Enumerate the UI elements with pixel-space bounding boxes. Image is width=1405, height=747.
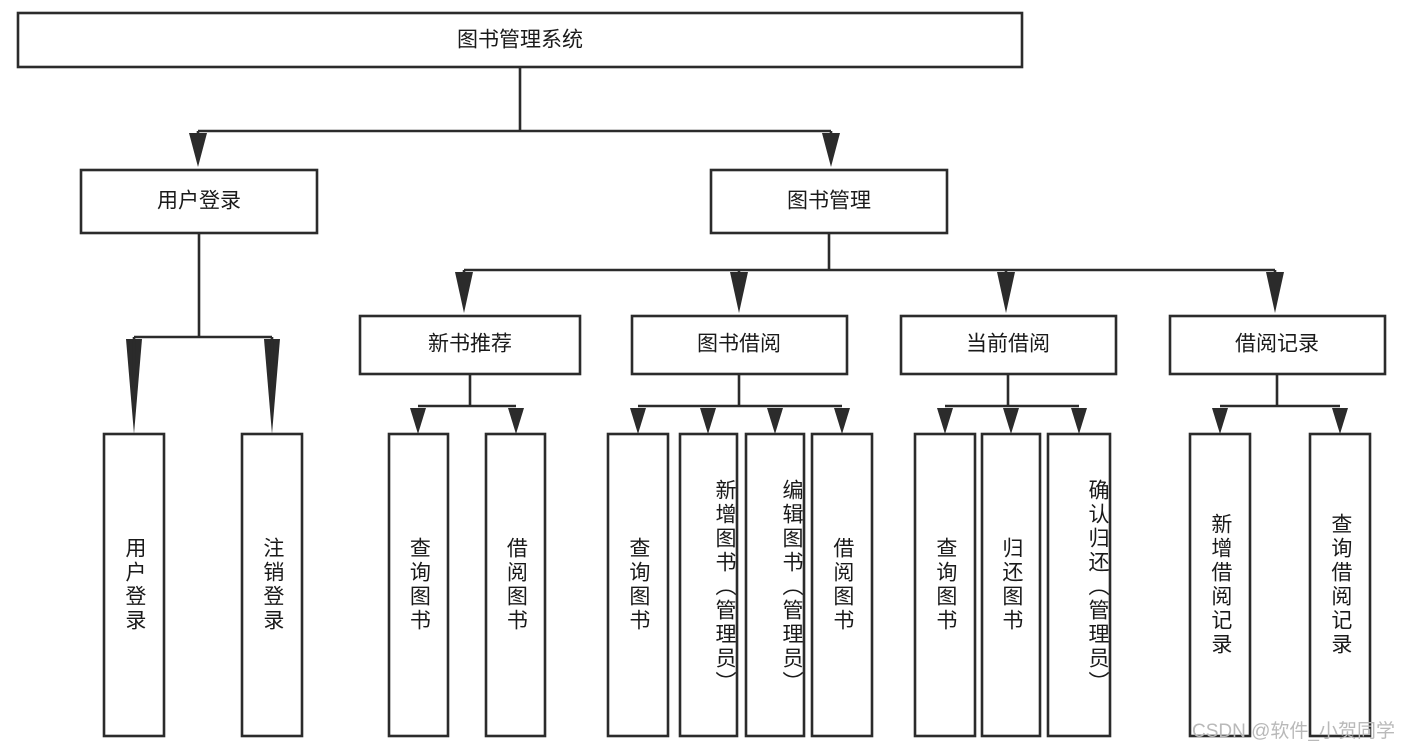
arrow-head-to-book-borrow xyxy=(730,272,748,313)
leaf-box-user-login-1[interactable] xyxy=(102,432,166,738)
arrow-head-to-book-manage xyxy=(822,133,840,167)
arrow-head-cb-leaf-1 xyxy=(937,408,953,434)
arrow-head-nbr-leaf-1 xyxy=(410,408,426,434)
leaf-box-cb-3[interactable] xyxy=(1046,432,1112,738)
node-current-borrow-label: 当前借阅 xyxy=(966,333,1050,356)
node-borrow-record[interactable]: 借阅记录 xyxy=(1168,314,1387,376)
node-root-label: 图书管理系统 xyxy=(457,29,583,52)
leaf-box-br-2[interactable] xyxy=(1308,432,1372,738)
arrow-head-to-current-borrow xyxy=(997,272,1015,313)
arrow-head-cb-leaf-3 xyxy=(1071,408,1087,434)
leaf-box-cb-2[interactable] xyxy=(980,432,1042,738)
leaf-box-nbr-1[interactable] xyxy=(387,432,450,738)
leaf-box-br-1[interactable] xyxy=(1188,432,1252,738)
node-current-borrow[interactable]: 当前借阅 xyxy=(899,314,1118,376)
node-book-borrow[interactable]: 图书借阅 xyxy=(630,314,849,376)
leaf-box-bb-2[interactable] xyxy=(678,432,739,738)
arrow-head-to-borrow-record xyxy=(1266,272,1284,313)
arrow-head-br-leaf-1 xyxy=(1212,408,1228,434)
leaf-box-user-login-2[interactable] xyxy=(240,432,304,738)
leaf-box-bb-3[interactable] xyxy=(744,432,806,738)
node-book-borrow-box xyxy=(630,314,849,376)
node-user-login-label: 用户登录 xyxy=(157,190,241,213)
arrow-head-bb-leaf-4 xyxy=(834,408,850,434)
arrow-head-cb-leaf-2 xyxy=(1003,408,1019,434)
arrow-head-bb-leaf-2 xyxy=(700,408,716,434)
node-book-borrow-label: 图书借阅 xyxy=(697,333,781,356)
node-new-book-recommend[interactable]: 新书推荐 xyxy=(358,314,582,376)
node-book-manage[interactable]: 图书管理 xyxy=(709,168,949,235)
arrow-head-nbr-leaf-2 xyxy=(508,408,524,434)
node-book-manage-label: 图书管理 xyxy=(787,190,871,213)
leaf-box-bb-4[interactable] xyxy=(810,432,874,738)
leaf-box-cb-1[interactable] xyxy=(913,432,977,738)
node-new-book-recommend-box xyxy=(358,314,582,376)
arrow-head-to-user-login xyxy=(189,133,207,167)
node-root[interactable]: 图书管理系统 xyxy=(16,11,1024,69)
node-book-manage-box xyxy=(709,168,949,235)
node-borrow-record-label: 借阅记录 xyxy=(1235,333,1319,356)
leaf-box-nbr-2[interactable] xyxy=(484,432,547,738)
node-user-login[interactable]: 用户登录 xyxy=(79,168,319,235)
node-borrow-record-box xyxy=(1168,314,1387,376)
arrow-head-bb-leaf-3 xyxy=(767,408,783,434)
leaf-box-bb-1[interactable] xyxy=(606,432,670,738)
arrow-head-br-leaf-2 xyxy=(1332,408,1348,434)
node-new-book-recommend-label: 新书推荐 xyxy=(428,333,512,356)
node-root-box xyxy=(16,11,1024,69)
arrow-head-to-new-book xyxy=(455,272,473,313)
node-current-borrow-box xyxy=(899,314,1118,376)
arrow-head-bb-leaf-1 xyxy=(630,408,646,434)
